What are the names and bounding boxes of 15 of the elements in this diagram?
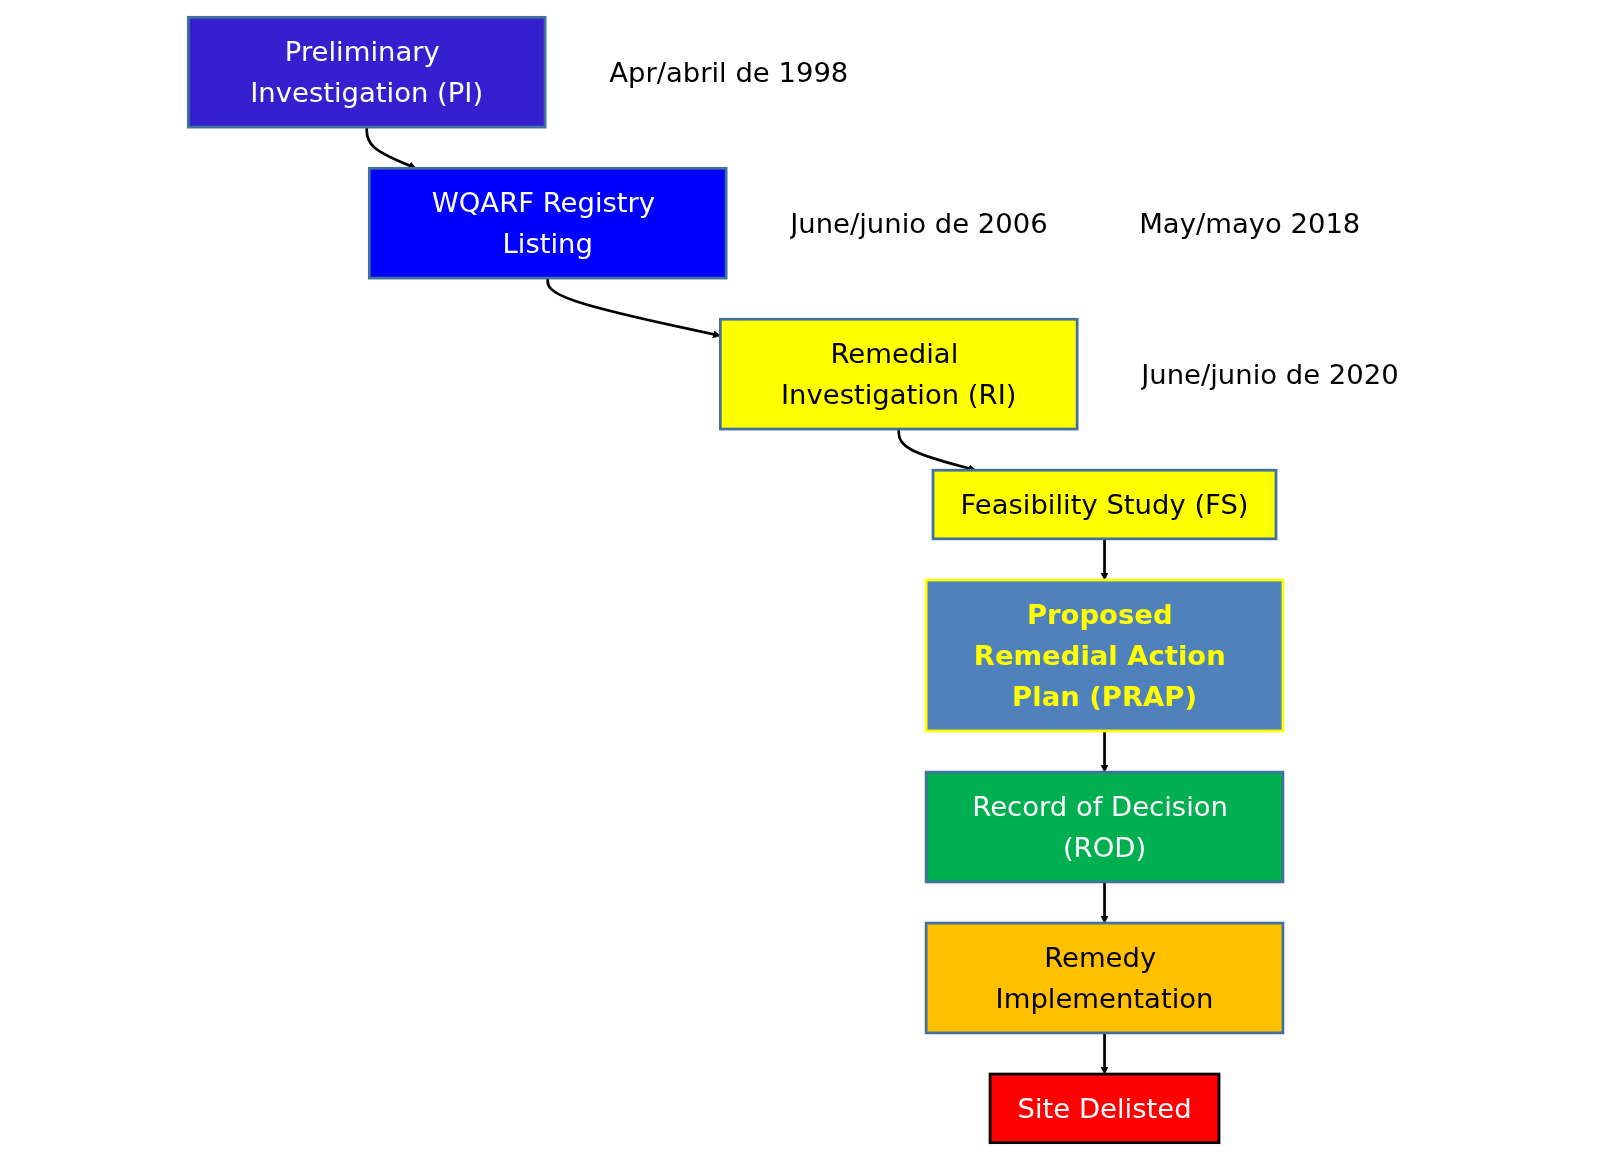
node-box: Feasibility Study (FS) bbox=[931, 468, 1278, 541]
node-box: Site Delisted bbox=[988, 1072, 1221, 1145]
node-box: Preliminary Investigation (PI) bbox=[186, 15, 547, 129]
arrow bbox=[1100, 730, 1109, 773]
node-box: Remedy Implementation bbox=[924, 921, 1285, 1035]
node-box: WQARF Registry Listing bbox=[367, 166, 728, 280]
node-box: Remedial Investigation (RI) bbox=[718, 317, 1079, 431]
arrow bbox=[1100, 881, 1109, 924]
arrow bbox=[1100, 1032, 1109, 1075]
arrow bbox=[546, 278, 721, 339]
node-box: Proposed Remedial Action Plan (PRAP) bbox=[924, 578, 1285, 733]
node-label: May/mayo 2018 bbox=[1138, 207, 1361, 240]
node-label: Apr/abril de 1998 bbox=[608, 56, 849, 89]
node-box: Record of Decision (ROD) bbox=[924, 770, 1285, 884]
arrow bbox=[1100, 538, 1109, 581]
